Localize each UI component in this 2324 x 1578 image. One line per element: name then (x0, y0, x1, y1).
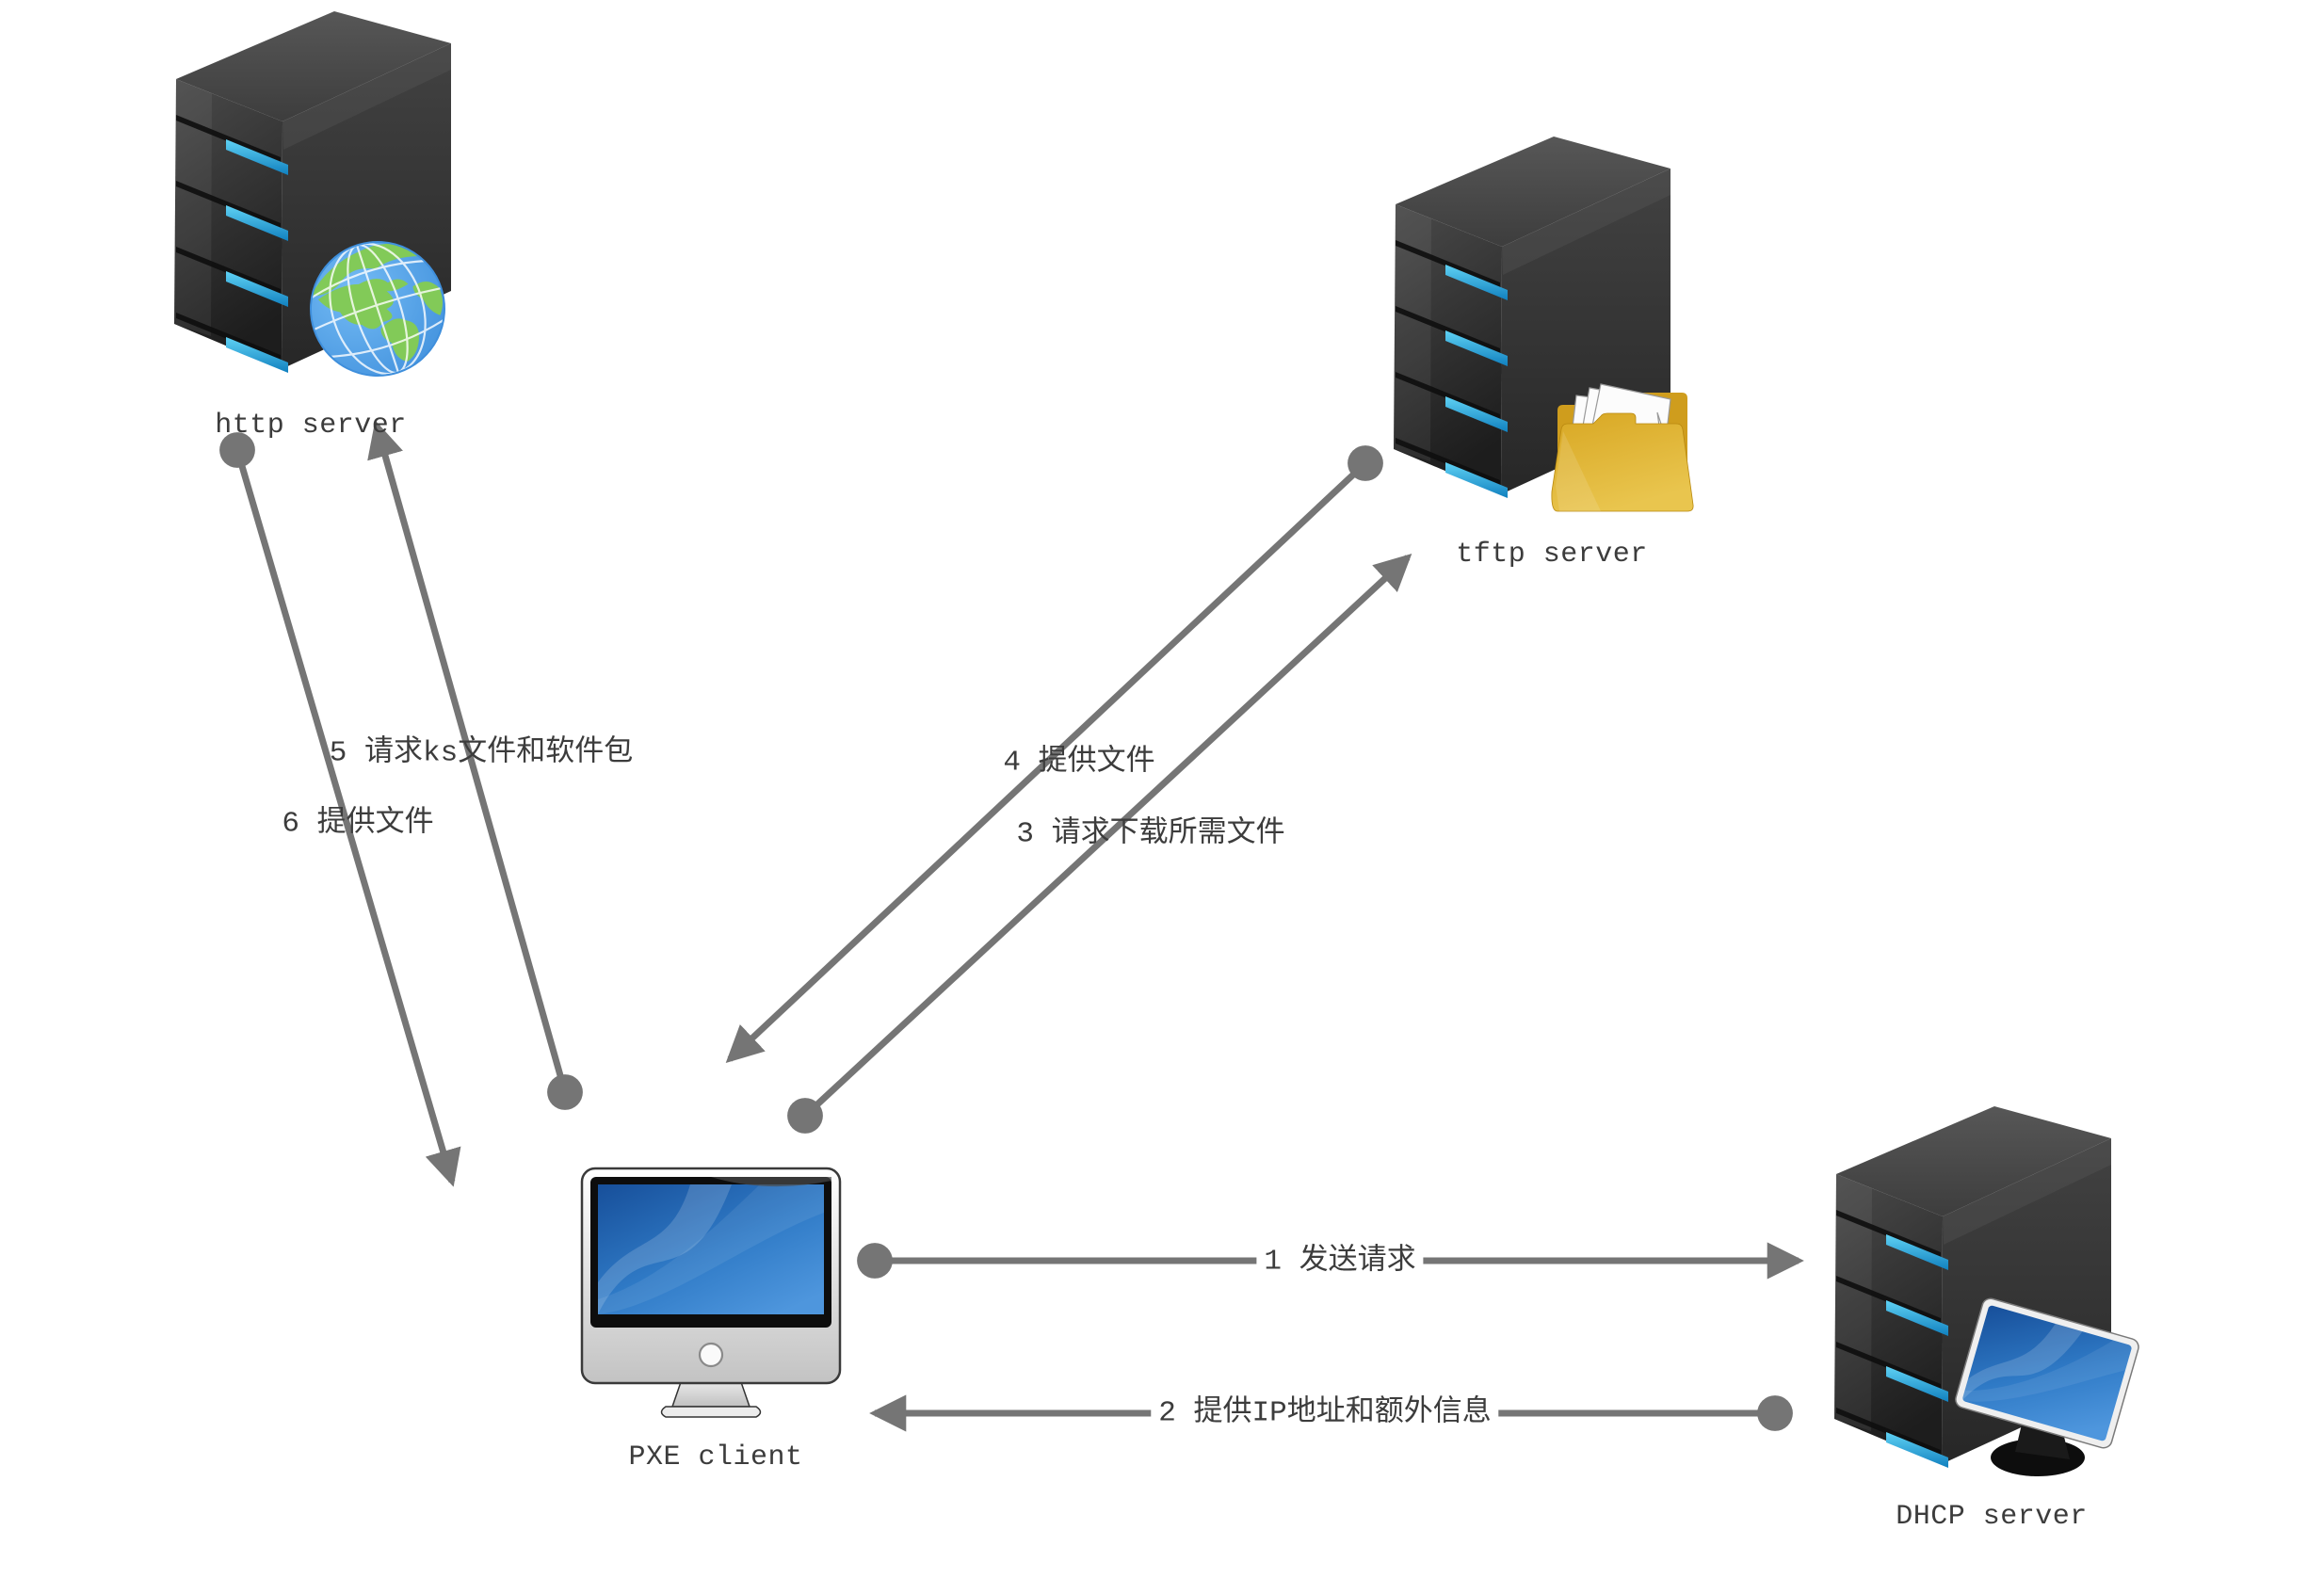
arrow-5-label: 5 请求ks文件和软件包 (329, 736, 634, 770)
tftp-server-label: tftp server (1456, 539, 1648, 571)
arrow-4-label: 4 提供文件 (1003, 746, 1155, 780)
pxe-client-label: PXE client (628, 1441, 803, 1473)
folder-icon (1551, 383, 1694, 512)
node-http-server: http server (174, 11, 457, 442)
imac-computer-icon (580, 1167, 842, 1418)
arrow-1-label: 1 发送请求 (1256, 1242, 1424, 1281)
arrow-3-label: 3 请求下载所需文件 (1016, 817, 1285, 851)
dhcp-server-label: DHCP server (1896, 1501, 2088, 1533)
arrow-4-tftp-to-pxe (725, 445, 1383, 1064)
monitor-icon (1955, 1297, 2139, 1476)
node-pxe-client: PXE client (579, 1166, 843, 1473)
globe-icon (310, 241, 445, 377)
node-tftp-server: tftp server (1394, 137, 1694, 571)
arrow-6-http-to-pxe (219, 432, 461, 1187)
arrow-2-label: 2 提供IP地址和额外信息 (1151, 1393, 1499, 1433)
http-server-label: http server (215, 410, 407, 442)
node-dhcp-server: DHCP server (1834, 1106, 2139, 1533)
arrow-6-label: 6 提供文件 (282, 807, 434, 841)
